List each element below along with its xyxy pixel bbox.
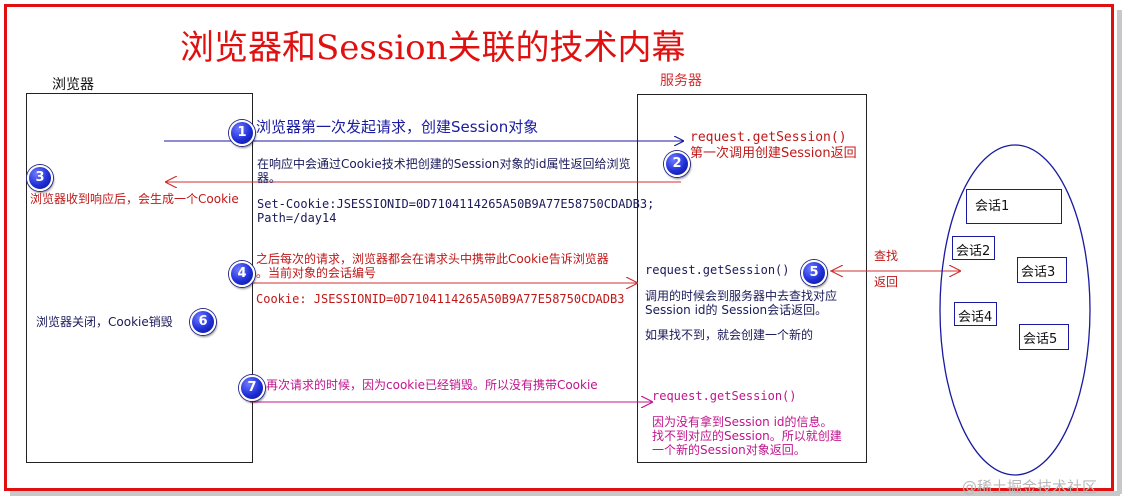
lookup-note-line2: Session id的 Session会话返回。: [645, 303, 828, 317]
not-found-note: 如果找不到，就会创建一个新的: [645, 328, 814, 342]
session-label-2: 会话2: [956, 244, 991, 259]
frame-shadow-bottom: [10, 491, 1120, 496]
outer-frame: [4, 4, 1114, 491]
step-5-badge: 5: [801, 260, 827, 286]
no-id-note-line2: 找不到对应的Session。所以就创建: [652, 429, 842, 443]
session-box-5: 会话5: [1019, 324, 1069, 350]
no-id-note-line1: 因为没有拿到Session id的信息。: [652, 415, 833, 429]
step-2-text-line1: 在响应中会通过Cookie技术把创建的Session对象的id属性返回给浏览: [257, 157, 631, 171]
session-box-4: 会话4: [954, 302, 997, 326]
step-2-text-line2: 器。: [257, 171, 282, 185]
no-id-note-line3: 一个新的Session对象返回。: [652, 443, 806, 457]
step-4-text-line1: 之后每次的请求，浏览器都会在请求头中携带此Cookie告诉浏览器: [256, 252, 609, 266]
first-call-note: 第一次调用创建Session返回: [690, 146, 857, 161]
lookup-note-line1: 调用的时候会到服务器中去查找对应: [645, 289, 838, 303]
step-6-badge: 6: [190, 309, 216, 335]
set-cookie-line1: Set-Cookie:JSESSIONID=0D7104114265A50B9A…: [257, 197, 655, 211]
step-6-text: 浏览器关闭，Cookie销毁: [36, 315, 173, 329]
set-cookie-line2: Path=/day14: [257, 211, 337, 225]
step-3-text: 浏览器收到响应后，会生成一个Cookie: [30, 192, 239, 206]
session-label-5: 会话5: [1023, 332, 1058, 347]
session-label-1: 会话1: [975, 199, 1010, 214]
session-box-1: 会话1: [966, 189, 1062, 224]
server-label: 服务器: [660, 73, 702, 89]
session-label-3: 会话3: [1021, 265, 1056, 280]
step-2-badge: 2: [664, 151, 690, 177]
diagram-title: 浏览器和Session关联的技术内幕: [180, 28, 686, 68]
step-1-badge: 1: [229, 120, 255, 146]
get-session-call-1: request.getSession(): [690, 130, 847, 145]
watermark: @稀土掘金技术社区: [962, 478, 1098, 496]
return-label: 返回: [874, 275, 899, 289]
get-session-call-3: request.getSession(): [652, 389, 797, 403]
step-1-text: 浏览器第一次发起请求，创建Session对象: [256, 118, 539, 136]
lookup-label: 查找: [874, 249, 899, 263]
session-label-4: 会话4: [958, 310, 993, 325]
cookie-header: Cookie: JSESSIONID=0D7104114265A50B9A77E…: [256, 292, 625, 306]
session-box-2: 会话2: [952, 236, 995, 260]
step-4-text-line2: 。当前对象的会话编号: [256, 266, 377, 280]
frame-shadow-right: [1117, 10, 1122, 494]
session-box-3: 会话3: [1017, 257, 1067, 283]
step-4-badge: 4: [229, 261, 255, 287]
browser-label: 浏览器: [52, 77, 94, 93]
step-3-badge: 3: [27, 165, 53, 191]
step-7-text: 再次请求的时候，因为cookie已经销毁。所以没有携带Cookie: [266, 378, 598, 392]
session-pool-ellipse: [939, 144, 1091, 476]
browser-box: [26, 93, 253, 463]
step-7-badge: 7: [239, 375, 265, 401]
get-session-call-2: request.getSession(): [645, 263, 790, 277]
